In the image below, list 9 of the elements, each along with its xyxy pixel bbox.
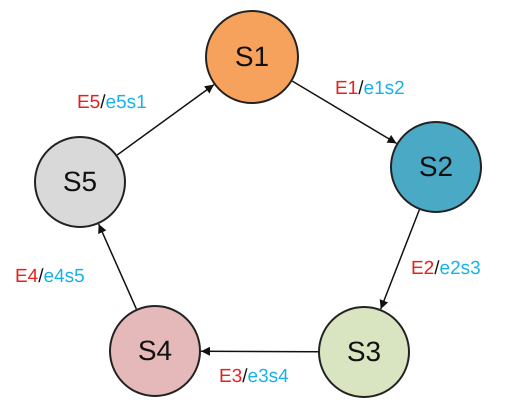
state-label: S2 xyxy=(418,151,454,183)
state-label: S3 xyxy=(346,336,382,368)
arrow xyxy=(292,80,397,144)
state-label: S4 xyxy=(138,335,172,367)
arrow xyxy=(98,224,138,310)
arrow xyxy=(380,210,420,310)
state-label: S5 xyxy=(62,166,98,198)
state-label: S1 xyxy=(234,41,270,73)
arrow xyxy=(201,346,318,356)
